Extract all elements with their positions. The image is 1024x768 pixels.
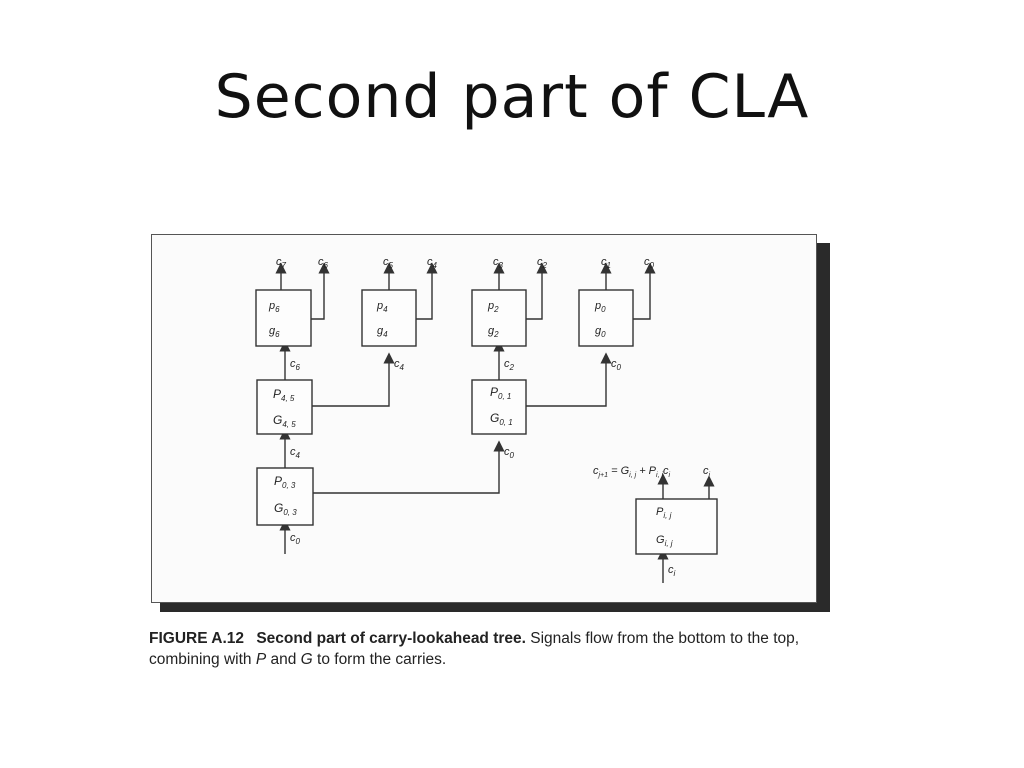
svg-text:g4: g4 — [377, 325, 388, 339]
caption-p: P — [255, 651, 267, 668]
svg-text:c0: c0 — [290, 532, 301, 546]
svg-text:ci: ci — [668, 564, 676, 578]
svg-text:ci: ci — [703, 465, 711, 479]
svg-text:c0: c0 — [504, 446, 515, 460]
svg-text:P0, 3: P0, 3 — [274, 474, 296, 490]
svg-text:p0: p0 — [594, 300, 606, 314]
wires — [275, 262, 717, 583]
svg-text:c4: c4 — [290, 446, 301, 460]
carry-lookahead-tree-diagram: p6 g6 c7 c6 c6 p4 g4 c5 c4 c4 p2 g2 c3 c… — [255, 256, 718, 583]
mid-box-p45-g45: P4, 5 G4, 5 c4 — [256, 379, 313, 460]
root-box-p03-g03: P0, 3 G0, 3 c0 — [256, 467, 314, 546]
svg-text:c7: c7 — [276, 256, 287, 270]
svg-text:P0, 1: P0, 1 — [490, 385, 511, 401]
svg-text:g0: g0 — [595, 325, 606, 339]
svg-text:c6: c6 — [318, 256, 329, 270]
svg-text:c6: c6 — [290, 358, 301, 372]
top-box-p0-g0: p0 g0 c1 c0 c0 — [578, 256, 655, 372]
top-box-p4-g4: p4 g4 c5 c4 c4 — [361, 256, 438, 372]
slide-title: Second part of CLA — [214, 62, 810, 132]
svg-text:c4: c4 — [427, 256, 438, 270]
svg-text:c5: c5 — [383, 256, 394, 270]
mid-box-p01-g01: P0, 1 G0, 1 c0 — [471, 379, 527, 460]
figure-caption: FIGURE A.12 Second part of carry-lookahe… — [149, 628, 839, 670]
svg-text:G0, 1: G0, 1 — [490, 411, 513, 427]
svg-text:c0: c0 — [644, 256, 655, 270]
legend-box-pij-gij: Pi, j Gi, j ci cj+1 = Gi, j + Pi, jci ci — [593, 465, 718, 578]
top-box-p2-g2: p2 g2 c3 c2 c2 — [471, 256, 548, 372]
svg-text:G4, 5: G4, 5 — [273, 413, 296, 429]
caption-text-c: to form the carries. — [312, 651, 447, 668]
svg-text:p2: p2 — [487, 300, 499, 314]
svg-text:G0, 3: G0, 3 — [274, 501, 297, 517]
svg-text:c0: c0 — [611, 358, 622, 372]
caption-text-b: and — [266, 651, 301, 668]
svg-text:g2: g2 — [488, 325, 499, 339]
svg-text:c4: c4 — [394, 358, 405, 372]
svg-text:p6: p6 — [268, 300, 280, 314]
top-box-p6-g6: p6 g6 c7 c6 c6 — [255, 256, 329, 372]
svg-text:P4, 5: P4, 5 — [273, 387, 295, 403]
figure-heading: Second part of carry-lookahead tree. — [256, 630, 526, 647]
svg-text:c1: c1 — [601, 256, 611, 270]
svg-text:p4: p4 — [376, 300, 388, 314]
caption-g: G — [300, 651, 313, 668]
svg-text:c3: c3 — [493, 256, 504, 270]
caption-text-a: Signals flow from the bottom to the top,… — [149, 630, 800, 668]
svg-text:g6: g6 — [269, 325, 280, 339]
figure-label: FIGURE A.12 — [149, 630, 245, 647]
svg-text:Gi, j: Gi, j — [656, 534, 673, 548]
svg-text:c2: c2 — [537, 256, 548, 270]
svg-text:Pi, j: Pi, j — [656, 506, 672, 520]
carry-equation: cj+1 = Gi, j + Pi, jci — [593, 465, 671, 479]
svg-text:c2: c2 — [504, 358, 515, 372]
